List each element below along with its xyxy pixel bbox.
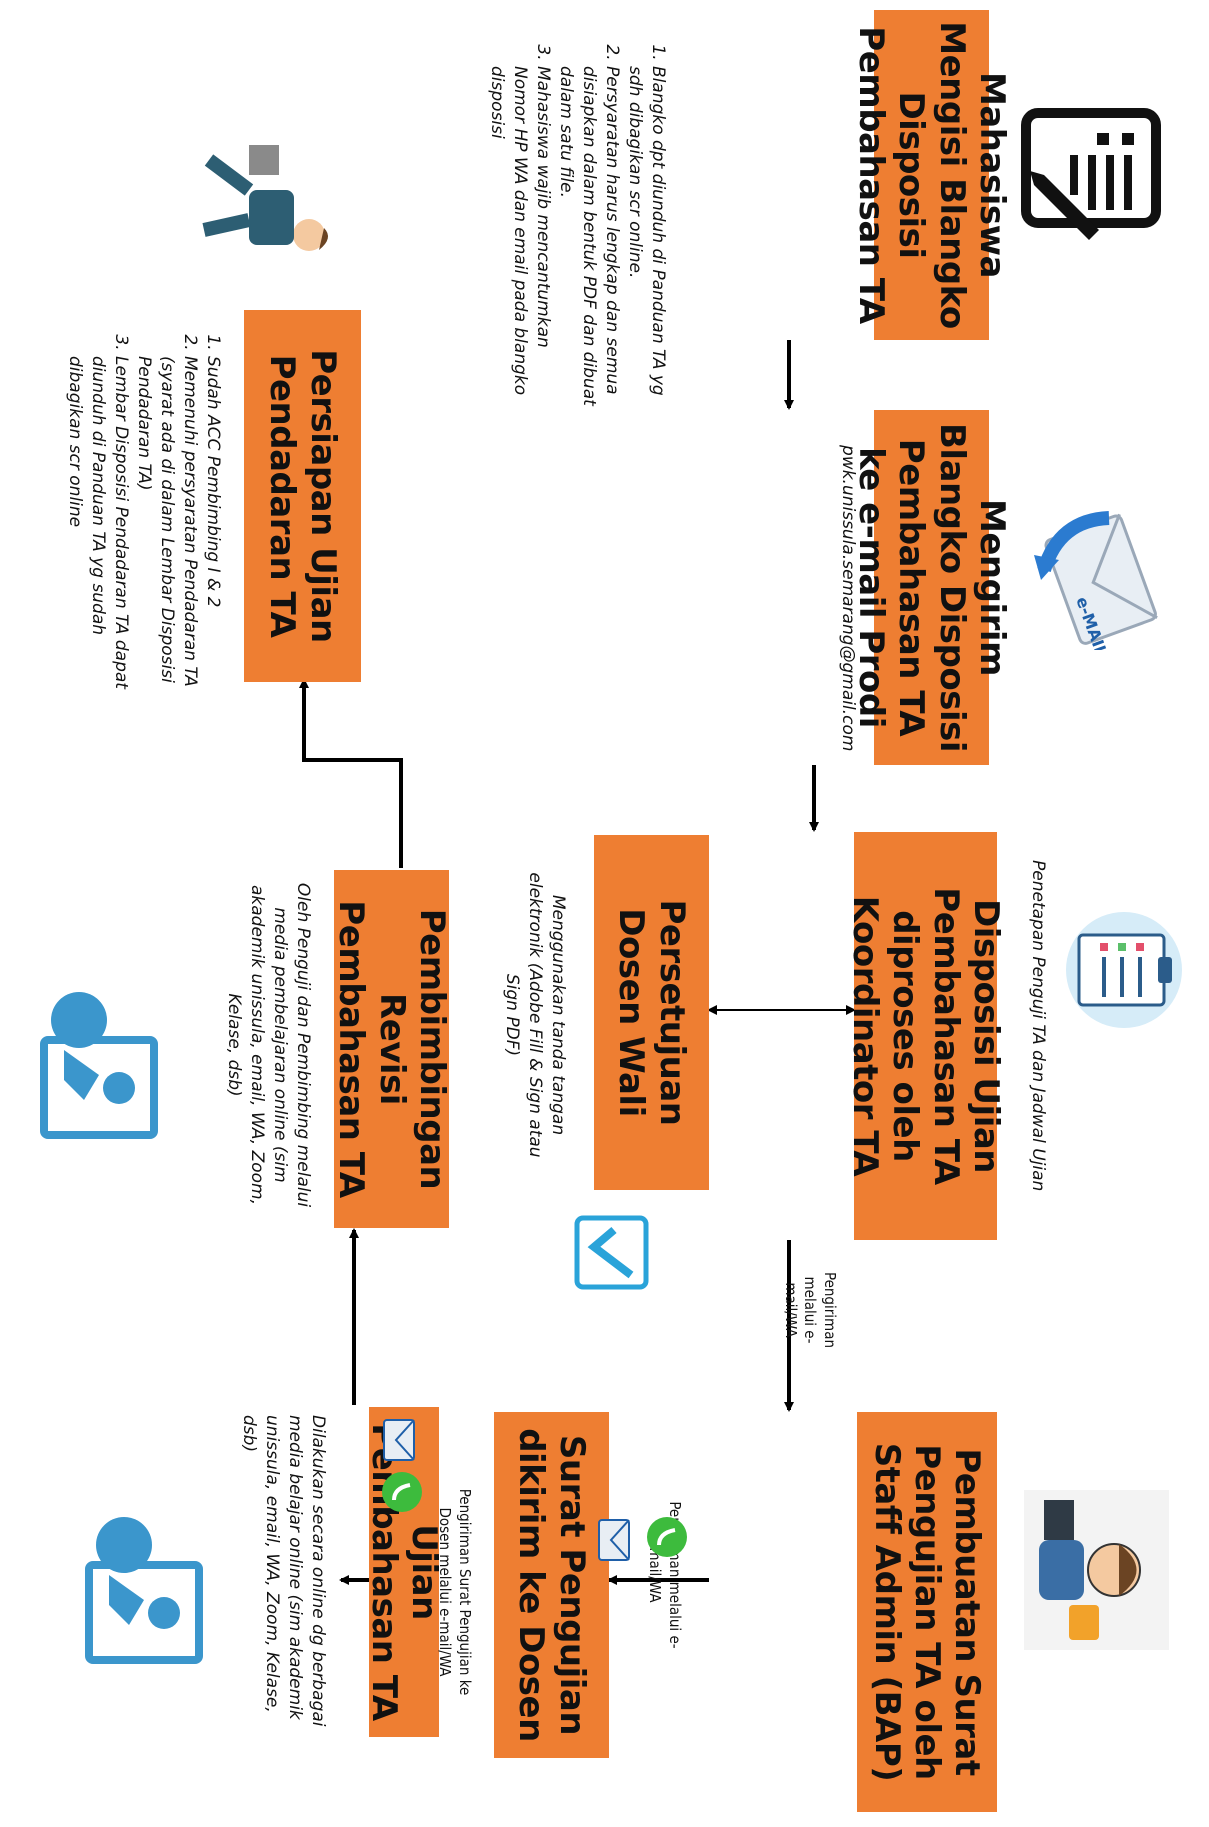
whatsapp-icon-2 [380, 1470, 424, 1514]
step3-note: Penetapan Penguji TA dan Jadwal Ujian [1028, 860, 1048, 1192]
step7-note: Dilakukan secara online dg berbagai medi… [239, 1415, 328, 1727]
walking-student-icon [199, 130, 334, 270]
step1-note-3: Mahasiswa wajib mencantumkan Nomor HP WA… [486, 66, 555, 410]
edge-label-s6-s7: Pengiriman Surat Pengujian ke Dosen mela… [436, 1488, 475, 1696]
step-box-5: Pembuatan Surat Pengujian TA oleh Staff … [857, 1412, 997, 1812]
form-edit-icon [1014, 105, 1164, 245]
email-small-icon-1 [589, 1515, 639, 1565]
step-box-9: Persiapan Ujian Pendadaran TA [244, 310, 361, 682]
step9-note-3: Lembar Disposisi Pendadaran TA dapat diu… [63, 356, 132, 700]
step4-note: Menggunakan tanda tangan elektronik (Ado… [502, 872, 568, 1158]
clipboard-checklist-icon [1064, 905, 1184, 1035]
adobe-fill-sign-icon [574, 1215, 649, 1290]
online-class-icon-2 [84, 1515, 204, 1665]
step2-email-address: pwk.unissula.semarang@gmail.com [838, 445, 858, 752]
step1-note-1: Blangko dpt diunduh di Panduan TA yg sdh… [623, 66, 669, 410]
email-small-icon-2 [374, 1415, 424, 1465]
online-class-icon-1 [39, 990, 159, 1140]
arrow-s8-s9 [299, 678, 403, 868]
step-box-4: Persetujuan Dosen Wali [594, 835, 709, 1190]
whatsapp-icon [645, 1515, 689, 1559]
step9-note-1: Sudah ACC Pembimbing I & 2 [201, 356, 224, 700]
step-box-1: Mahasiswa Mengisi Blangko Disposisi Pemb… [851, 10, 1012, 340]
step9-notes: Sudah ACC Pembimbing I & 2 Memenuhi pers… [63, 330, 224, 700]
step-box-6: Surat Pengujian dikirim ke Dosen [494, 1412, 609, 1758]
step1-note-2: Persyaratan harus lengkap dan semua disi… [554, 66, 623, 410]
email-envelope-icon: e-MAIL [1029, 500, 1169, 659]
step-box-2: Mengirim Blangko Disposisi Pembahasan TA… [851, 410, 1012, 765]
step-box-8: Pembimbingan Revisi Pembahasan TA [331, 870, 452, 1228]
step1-notes: Blangko dpt diunduh di Panduan TA yg sdh… [486, 40, 670, 410]
edge-label-s3-s5: Pengiriman melalui e-mail/WA [782, 1271, 839, 1349]
step8-note: Oleh Penguji dan Pembimbing melalui medi… [224, 882, 313, 1208]
admin-worker-icon [1024, 1490, 1169, 1650]
step-box-3: Disposisi Ujian Pembahasan TA diproses o… [845, 832, 1006, 1240]
edge-label-s5-s6: Pengiriman melalui e-mail/WA [646, 1501, 685, 1649]
step9-note-2: Memenuhi persyaratan Pendadaran TA (syar… [132, 356, 201, 700]
